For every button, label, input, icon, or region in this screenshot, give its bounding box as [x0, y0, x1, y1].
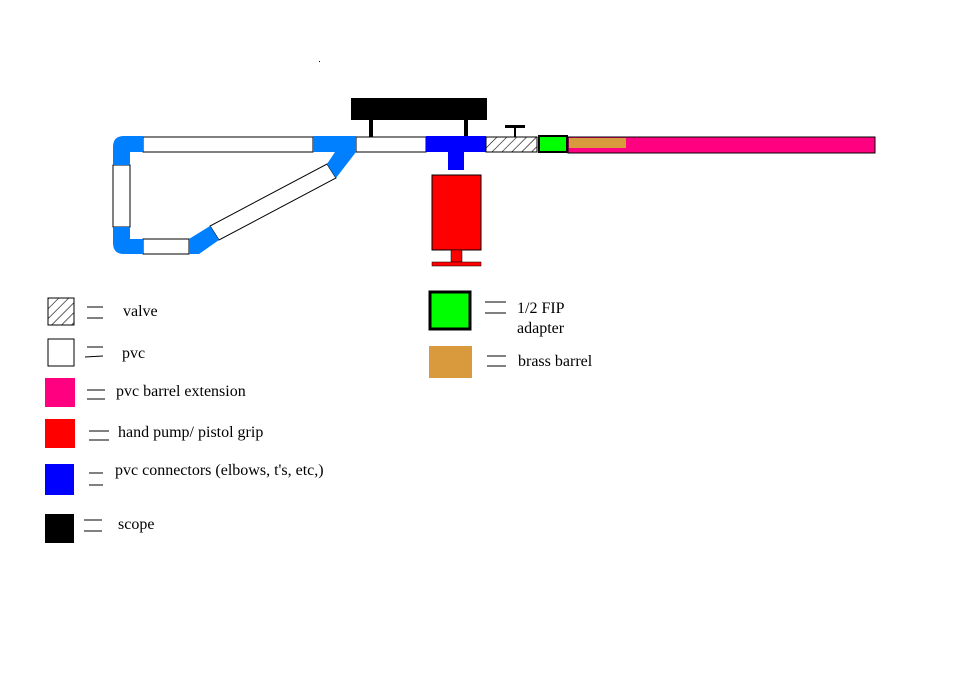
legend-label-pvc-barrel-extension: pvc barrel extension — [116, 383, 246, 400]
legend-swatch-hand-pump — [45, 419, 75, 448]
legend-label-pvc: pvc — [122, 345, 145, 362]
legend-swatch-pvc — [47, 338, 75, 367]
pvc-barrel-extension — [567, 136, 876, 154]
legend-swatch-fip-adapter — [428, 290, 472, 331]
legend-swatch-pvc-connectors — [45, 464, 74, 495]
legend-item-fip-adapter: 1/2 FIP adapter — [428, 290, 565, 337]
legend-item-hand-pump: hand pump/ pistol grip — [45, 419, 263, 448]
legend-label-pvc-connectors: pvc connectors (elbows, t's, etc,) — [115, 462, 324, 479]
gun-diagram — [112, 98, 876, 267]
legend-item-pvc-barrel-extension: pvc barrel extension — [45, 378, 246, 407]
stray-dot — [319, 61, 320, 62]
pvc-stock-diagonal — [209, 163, 337, 241]
scope-mount-left — [369, 120, 373, 137]
pvc-stock-bottom — [142, 238, 190, 255]
hand-pump-rod — [450, 249, 463, 263]
brass-barrel — [569, 138, 626, 148]
legend-swatch-valve — [47, 297, 75, 326]
legend: valve pvc pvc barrel extension hand pump… — [45, 290, 593, 543]
elbow-top-diagonal — [313, 136, 356, 178]
valve-stem — [514, 128, 516, 137]
legend-item-pvc: pvc — [47, 338, 145, 367]
legend-swatch-brass-barrel — [429, 346, 472, 378]
elbow-bottom-left — [113, 227, 143, 254]
hand-pump-cylinder — [431, 174, 482, 251]
valve-handle — [505, 125, 525, 128]
elbow-top-left — [113, 136, 143, 165]
tee-connector — [426, 136, 486, 170]
legend-label-brass-barrel: brass barrel — [518, 353, 593, 370]
scope-mount-right — [464, 120, 468, 137]
valve-body — [485, 136, 538, 153]
legend-label-fip-adapter-line1: 1/2 FIP — [517, 300, 565, 317]
legend-label-valve: valve — [123, 303, 158, 320]
legend-item-pvc-connectors: pvc connectors (elbows, t's, etc,) — [45, 462, 324, 495]
legend-swatch-scope — [45, 514, 74, 543]
equals-sign — [84, 355, 104, 358]
legend-label-hand-pump: hand pump/ pistol grip — [118, 424, 263, 441]
elbow-bottom-diagonal — [189, 226, 219, 254]
pvc-chamber — [355, 136, 427, 153]
legend-label-scope: scope — [118, 516, 154, 533]
scope-body — [351, 98, 487, 120]
legend-swatch-pvc-barrel-extension — [45, 378, 75, 407]
legend-item-brass-barrel: brass barrel — [429, 346, 593, 378]
pvc-stock-top — [142, 136, 314, 153]
legend-label-fip-adapter-line2: adapter — [517, 320, 565, 337]
hand-pump-handle — [431, 261, 482, 267]
fip-adapter — [538, 135, 568, 153]
legend-item-scope: scope — [45, 514, 154, 543]
legend-item-valve: valve — [47, 297, 158, 326]
pvc-stock-vertical — [112, 164, 131, 228]
